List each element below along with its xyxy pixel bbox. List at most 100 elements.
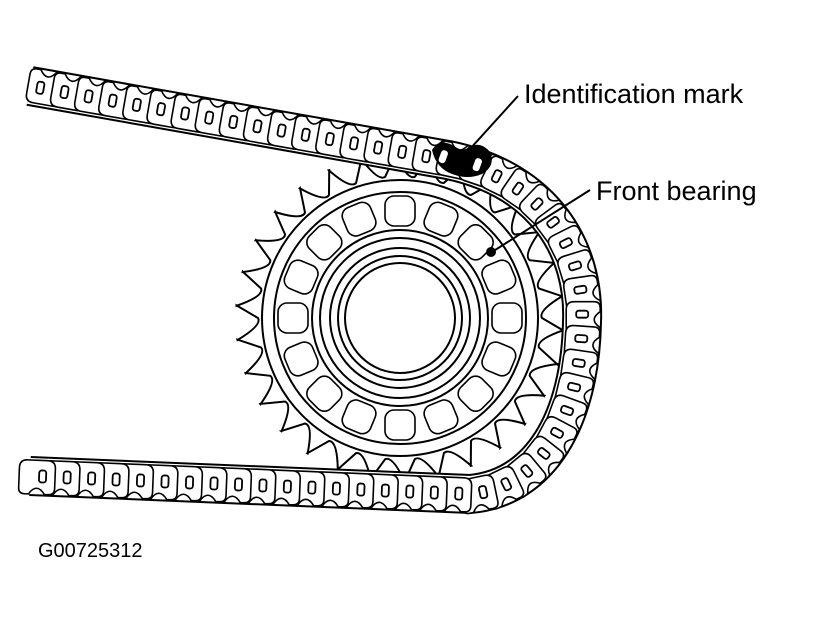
bearing-roller xyxy=(491,302,523,334)
link-pin-hole xyxy=(454,486,464,501)
link-pin-hole xyxy=(373,140,384,155)
front-bearing xyxy=(261,179,539,457)
link-pin-hole xyxy=(160,474,170,489)
link-pin-hole xyxy=(258,478,268,493)
link-pin-hole xyxy=(537,447,551,460)
roller-shape xyxy=(384,195,416,227)
roller-shape xyxy=(481,341,517,377)
roller-shape xyxy=(457,375,494,412)
link-pin-hole xyxy=(490,169,503,184)
link-pin-hole xyxy=(184,475,195,490)
roller-shape xyxy=(384,409,416,441)
link-pin-hole xyxy=(575,309,590,319)
bearing-roller xyxy=(481,259,517,295)
link-pin-hole xyxy=(252,119,263,134)
link-pin-hole xyxy=(559,404,575,417)
bearing-roller xyxy=(306,375,343,412)
bearing-inner-ring xyxy=(329,247,471,389)
bearing-outer-ring xyxy=(261,179,539,457)
link-pin-hole xyxy=(405,484,415,499)
link-pin-hole xyxy=(546,216,560,229)
link-pin-hole xyxy=(83,89,94,104)
link-pin-hole xyxy=(511,181,525,196)
roller-shape xyxy=(283,341,319,377)
bearing-inner-ring xyxy=(344,262,456,374)
link-pin-hole xyxy=(530,197,544,211)
link-pin-hole xyxy=(550,426,565,439)
link-pin-hole xyxy=(567,381,582,393)
chain-link xyxy=(17,459,57,496)
link-pin-hole xyxy=(574,333,589,344)
link-pin-hole xyxy=(429,485,439,500)
bearing-roller xyxy=(306,224,343,261)
bearing-inner-ring xyxy=(319,237,481,399)
link-pin-hole xyxy=(568,260,583,272)
timing-chain xyxy=(17,66,603,515)
front-bearing-marker-dot xyxy=(486,247,496,257)
link-pin-hole xyxy=(356,482,366,497)
roller-shape xyxy=(423,201,459,237)
link-pin-hole xyxy=(397,144,408,159)
bearing-roller xyxy=(423,399,459,435)
link-pin-hole xyxy=(38,469,48,484)
link-pin-hole xyxy=(276,123,287,138)
link-plate xyxy=(17,459,57,496)
bearing-roller xyxy=(341,201,377,237)
link-pin-hole xyxy=(59,85,70,100)
link-pin-hole xyxy=(571,358,586,368)
figure-id: G00725312 xyxy=(38,540,143,562)
link-pin-hole xyxy=(558,237,573,250)
link-pin-hole xyxy=(228,114,239,130)
link-pin-hole xyxy=(135,473,146,488)
link-pin-hole xyxy=(307,480,317,495)
roller-shape xyxy=(481,259,517,295)
link-pin-hole xyxy=(180,106,191,121)
bearing-roller xyxy=(423,201,459,237)
link-pin-hole xyxy=(155,102,166,117)
identification-mark-leader xyxy=(459,95,519,161)
link-pin-hole xyxy=(282,479,292,494)
bearing-outer-ring xyxy=(273,191,527,445)
link-pin-hole xyxy=(87,471,97,486)
roller-shape xyxy=(341,399,377,435)
link-pin-hole xyxy=(421,149,432,164)
identification-mark-label: Identification mark xyxy=(524,79,744,109)
roller-shape xyxy=(283,259,319,295)
link-pin-hole xyxy=(348,136,359,151)
bearing-roller xyxy=(341,399,377,435)
link-pin-hole xyxy=(324,132,335,147)
link-pin-hole xyxy=(300,127,311,142)
bearing-roller xyxy=(481,341,517,377)
bearing-roller xyxy=(277,302,309,334)
bearing-inner-ring xyxy=(337,255,463,381)
link-pin-hole xyxy=(380,483,390,498)
link-pin-hole xyxy=(131,97,142,112)
link-pin-hole xyxy=(35,80,46,95)
roller-shape xyxy=(491,302,523,334)
link-pin-hole xyxy=(520,464,534,478)
bearing-roller xyxy=(283,341,319,377)
roller-shape xyxy=(423,399,459,435)
link-pin-hole xyxy=(209,476,219,491)
link-pin-hole xyxy=(573,284,588,295)
bearing-roller xyxy=(283,259,319,295)
identification-mark-link xyxy=(432,142,492,177)
bearing-roller xyxy=(384,409,416,441)
link-pin-hole xyxy=(204,110,215,125)
bearing-roller xyxy=(457,375,494,412)
link-pin-hole xyxy=(62,470,72,485)
link-pin-hole xyxy=(500,477,513,492)
bearing-roller xyxy=(384,195,416,227)
link-pin-hole xyxy=(111,472,121,487)
roller-shape xyxy=(306,375,343,412)
roller-shape xyxy=(341,201,377,237)
roller-shape xyxy=(277,302,309,334)
link-pin-hole xyxy=(478,485,489,500)
front-bearing-label: Front bearing xyxy=(596,176,757,206)
link-pin-hole xyxy=(331,481,341,496)
link-pin-hole xyxy=(233,477,244,492)
bearing-inner-ring xyxy=(311,229,489,407)
link-pin-hole xyxy=(107,93,118,108)
roller-shape xyxy=(306,224,343,261)
